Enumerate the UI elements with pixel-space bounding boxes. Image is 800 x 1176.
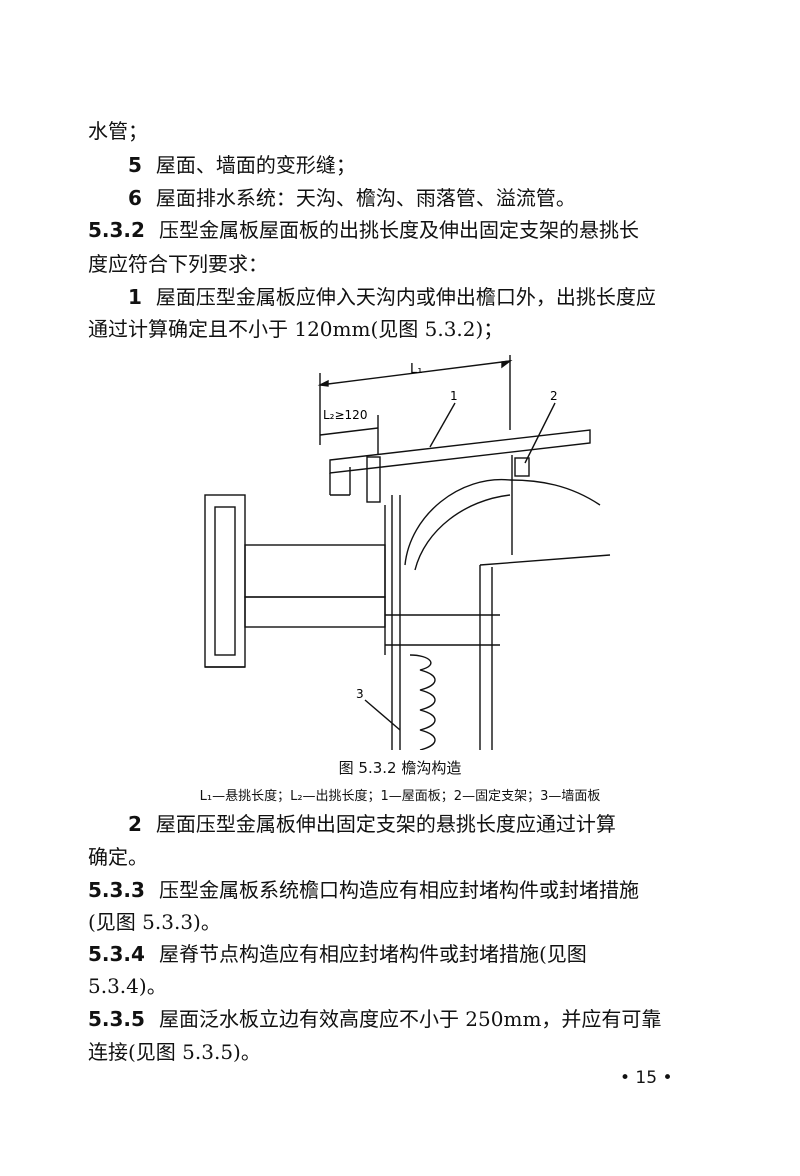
clause-5-3-3-line2: (见图 5.3.3)。 xyxy=(88,908,221,936)
callout-2: 2 xyxy=(550,389,558,403)
page-number: • 15 • xyxy=(620,1068,673,1088)
callout-3: 3 xyxy=(356,687,364,701)
item-1-text-a: 屋面压型金属板应伸入天沟内或伸出檐口外，出挑长度应 xyxy=(155,285,656,309)
clause-5-3-5-number: 5.3.5 xyxy=(88,1007,145,1031)
text-l1: 水管； xyxy=(88,119,148,143)
clause-5-3-4-line1: 5.3.4 屋脊节点构造应有相应封堵构件或封堵措施(见图 xyxy=(88,940,587,968)
item-1-line2: 通过计算确定且不小于 120mm(见图 5.3.2)； xyxy=(88,315,503,343)
figure-eave-gutter: L₁ L₂≥120 1 2 3 xyxy=(170,355,640,751)
clause-5-3-2-number: 5.3.2 xyxy=(88,218,145,242)
clause-5-3-5-line1: 5.3.5 屋面泛水板立边有效高度应不小于 250mm，并应有可靠 xyxy=(88,1005,661,1033)
item-1-number: 1 xyxy=(128,285,142,309)
item-6-text: 屋面排水系统：天沟、檐沟、雨落管、溢流管。 xyxy=(155,186,576,210)
item-2-text-b: 确定。 xyxy=(88,845,148,869)
label-L2: L₂≥120 xyxy=(323,408,367,422)
item-5-number: 5 xyxy=(128,153,142,177)
item-2-number: 2 xyxy=(128,812,142,836)
clause-5-3-3-number: 5.3.3 xyxy=(88,878,145,902)
item-2-line2: 确定。 xyxy=(88,843,148,871)
item-2-line1: 2 屋面压型金属板伸出固定支架的悬挑长度应通过计算 xyxy=(128,810,616,838)
clause-5-3-4-text-a: 屋脊节点构造应有相应封堵构件或封堵措施(见图 xyxy=(158,942,587,966)
clause-5-3-2-text-b: 度应符合下列要求： xyxy=(88,252,268,276)
item-1-line1: 1 屋面压型金属板应伸入天沟内或伸出檐口外，出挑长度应 xyxy=(128,283,656,311)
eave-gutter-drawing: L₁ L₂≥120 1 2 3 xyxy=(204,355,611,751)
clause-5-3-5-text-a: 屋面泛水板立边有效高度应不小于 250mm，并应有可靠 xyxy=(158,1007,662,1031)
item-2-text-a: 屋面压型金属板伸出固定支架的悬挑长度应通过计算 xyxy=(155,812,616,836)
item-1-text-b: 通过计算确定且不小于 120mm(见图 5.3.2)； xyxy=(88,317,504,341)
item-5: 5 屋面、墙面的变形缝； xyxy=(128,151,356,179)
clause-5-3-2-line2: 度应符合下列要求： xyxy=(88,250,268,278)
label-L1: L₁ xyxy=(410,362,422,377)
clause-5-3-3-text-a: 压型金属板系统檐口构造应有相应封堵构件或封堵措施 xyxy=(158,878,639,902)
clause-5-3-2-text-a: 压型金属板屋面板的出挑长度及伸出固定支架的悬挑长 xyxy=(158,218,639,242)
figure-legend: L₁—悬挑长度；L₂—出挑长度；1—屋面板；2—固定支架；3—墙面板 xyxy=(199,789,601,804)
clause-5-3-3-line1: 5.3.3 压型金属板系统檐口构造应有相应封堵构件或封堵措施 xyxy=(88,876,639,904)
clause-5-3-3-text-b: (见图 5.3.3)。 xyxy=(88,910,221,934)
item-6: 6 屋面排水系统：天沟、檐沟、雨落管、溢流管。 xyxy=(128,184,576,212)
clause-5-3-4-text-b: 5.3.4)。 xyxy=(88,974,167,998)
line-water-pipe: 水管； xyxy=(88,117,148,145)
clause-5-3-5-line2: 连接(见图 5.3.5)。 xyxy=(88,1038,261,1066)
clause-5-3-4-number: 5.3.4 xyxy=(88,942,145,966)
clause-5-3-4-line2: 5.3.4)。 xyxy=(88,972,167,1000)
item-5-text: 屋面、墙面的变形缝； xyxy=(155,153,356,177)
item-6-number: 6 xyxy=(128,186,142,210)
clause-5-3-2-line1: 5.3.2 压型金属板屋面板的出挑长度及伸出固定支架的悬挑长 xyxy=(88,216,639,244)
clause-5-3-5-text-b: 连接(见图 5.3.5)。 xyxy=(88,1040,261,1064)
figure-caption: 图 5.3.2 檐沟构造 xyxy=(338,759,462,777)
callout-1: 1 xyxy=(450,389,458,403)
